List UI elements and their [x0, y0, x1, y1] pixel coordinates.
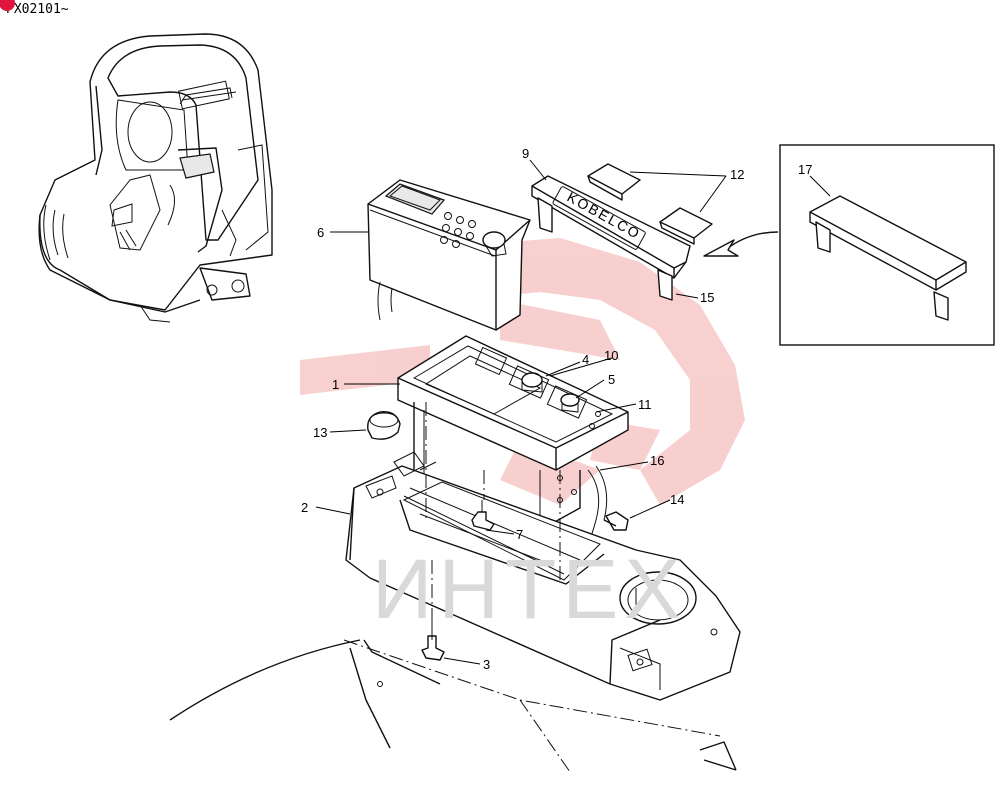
- callout-1: 1: [332, 377, 339, 392]
- callout-16: 16: [650, 453, 664, 468]
- cap-part: [367, 411, 401, 440]
- callout-labels: 1 2 3 4 5 6 7 9 10 11 12 13 14 15 16 17: [301, 146, 812, 672]
- watermark-text: ИНТЕХ: [372, 542, 686, 636]
- screw-part-7: [471, 500, 495, 531]
- callout-6: 6: [317, 225, 324, 240]
- serial-range-text: PX02101~: [6, 2, 69, 17]
- callout-10: 10: [604, 348, 618, 363]
- inset-detail-box: [779, 144, 995, 346]
- callout-17: 17: [798, 162, 812, 177]
- callout-13: 13: [313, 425, 327, 440]
- assembly-centerlines: [343, 402, 721, 773]
- callout-4: 4: [582, 352, 589, 367]
- floor-outline: [169, 639, 737, 771]
- leader-lines: [315, 159, 831, 665]
- callout-9: 9: [522, 146, 529, 161]
- kobelco-decal-text: KOBELCO: [565, 189, 644, 243]
- callout-15: 15: [700, 290, 714, 305]
- monitor-unit-part: [367, 179, 531, 331]
- bolt-part: [603, 511, 629, 531]
- callout-5: 5: [608, 372, 615, 387]
- marker-dot-icon: [0, 0, 15, 11]
- callout-12: 12: [730, 167, 744, 182]
- reference-arrow: [703, 231, 779, 257]
- cab-overview-drawing: [38, 33, 273, 323]
- monitor-holder-part: [397, 335, 629, 571]
- callout-2: 2: [301, 500, 308, 515]
- console-housing-part: [345, 451, 741, 701]
- rubber-pads-part: [587, 163, 713, 245]
- callout-7: 7: [516, 527, 523, 542]
- callout-11: 11: [638, 397, 652, 412]
- callout-14: 14: [670, 492, 684, 507]
- serial-range-label: PX02101~: [0, 0, 69, 17]
- callout-3: 3: [483, 657, 490, 672]
